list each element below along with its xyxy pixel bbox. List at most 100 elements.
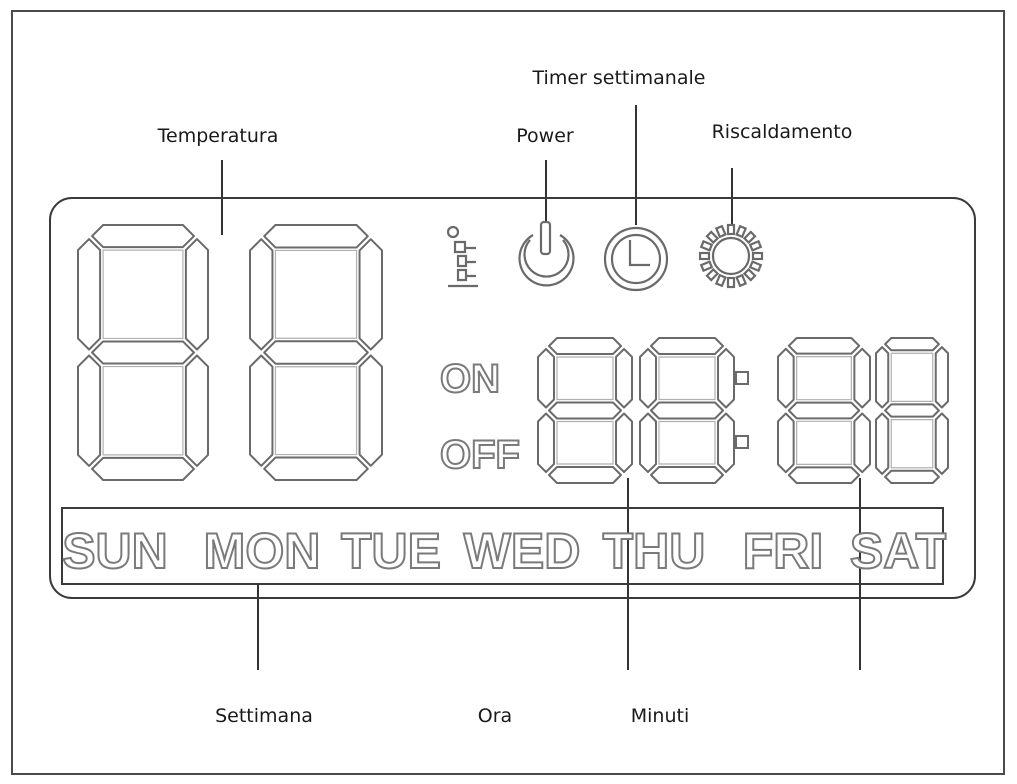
digit-segment: [875, 346, 890, 409]
day-label-tue: TUE: [341, 523, 441, 579]
day-bar: [61, 507, 944, 585]
temperature-digit-2: [249, 224, 383, 481]
sun-ray: [714, 273, 727, 288]
digit-segment: [263, 340, 369, 365]
digit-segment: [91, 340, 195, 365]
digit-segment: [547, 337, 623, 355]
digit-segment: [615, 412, 633, 474]
digit-segment: [358, 354, 383, 467]
digit-inner-cell: [274, 366, 358, 456]
sun-ray: [699, 260, 714, 273]
day-labels: SUN MON TUE WED THU FRI SAT: [61, 522, 947, 580]
hour-digit-1: [537, 337, 633, 484]
label-heating: Riscaldamento: [712, 121, 853, 143]
digit-segment: [934, 346, 949, 409]
digit-segment: [884, 469, 940, 484]
power-icon: [518, 220, 575, 287]
digit-segment: [787, 401, 861, 420]
sun-ray: [726, 223, 736, 236]
digit-segment: [875, 412, 890, 475]
digit-segment: [639, 412, 657, 474]
digit-inner-cell: [658, 356, 716, 401]
digit-segment: [358, 238, 383, 351]
digit-segment: [884, 337, 940, 352]
digit-segment: [777, 412, 795, 474]
day-label-sun: SUN: [62, 523, 168, 579]
sun-ray: [699, 239, 714, 252]
digit-segment: [249, 354, 274, 467]
digit-segment: [615, 347, 633, 409]
digit-segment: [649, 466, 725, 484]
digit-segment: [717, 412, 735, 474]
digit-inner-cell: [890, 352, 934, 402]
digit-segment: [853, 347, 871, 409]
diagram-frame: [11, 10, 1005, 775]
on-indicator: ON: [440, 357, 500, 401]
digit-segment: [777, 347, 795, 409]
digit-inner-cell: [796, 420, 852, 465]
digit-segment: [787, 337, 861, 355]
day-label-fri: FRI: [743, 523, 824, 579]
sun-ray: [714, 224, 727, 239]
off-indicator: OFF: [440, 433, 520, 477]
label-power: Power: [516, 125, 574, 147]
sun-ray: [705, 230, 720, 245]
sun-ray: [735, 224, 748, 239]
digit-inner-cell: [274, 249, 358, 339]
sun-icon: [698, 223, 764, 289]
digit-segment: [934, 412, 949, 475]
digit-segment: [263, 224, 369, 249]
label-week: Settimana: [215, 705, 313, 727]
digit-inner-cell: [556, 420, 614, 465]
digit-segment: [649, 401, 725, 420]
lcd-panel: [49, 197, 976, 599]
sun-ray: [698, 251, 711, 261]
digit-inner-cell: [556, 356, 614, 401]
colon-dot-top: [735, 371, 749, 385]
person-icon: [446, 225, 478, 288]
digit-segment: [853, 412, 871, 474]
minute-digit-1: [777, 337, 871, 484]
digit-segment: [537, 412, 555, 474]
digit-segment: [184, 354, 209, 467]
digit-segment: [249, 238, 274, 351]
day-label-sat: SAT: [850, 523, 946, 579]
sun-ray: [735, 273, 748, 288]
minute-digit-2: [875, 337, 949, 484]
sun-ray: [705, 267, 720, 282]
clock-icon: [603, 226, 669, 292]
sun-ray: [742, 267, 757, 282]
digit-inner-cell: [102, 249, 184, 340]
digit-segment: [91, 456, 195, 481]
digit-segment: [184, 238, 209, 351]
digit-inner-cell: [658, 420, 716, 465]
digit-inner-cell: [102, 365, 184, 456]
digit-segment: [547, 401, 623, 420]
sun-ray: [748, 260, 763, 273]
temperature-digit-1: [77, 224, 209, 481]
digit-segment: [717, 347, 735, 409]
digit-segment: [537, 347, 555, 409]
hour-digit-2: [639, 337, 735, 484]
digit-segment: [77, 354, 102, 467]
day-label-wed: WED: [464, 523, 581, 579]
sun-ray: [726, 276, 736, 289]
digit-segment: [263, 456, 369, 481]
day-label-mon: MON: [204, 523, 321, 579]
digit-segment: [77, 238, 102, 351]
colon-dot-bottom: [735, 435, 749, 449]
label-hour: Ora: [478, 705, 512, 727]
digit-segment: [787, 466, 861, 484]
sun-ray: [742, 230, 757, 245]
digit-segment: [91, 224, 195, 249]
label-timer: Timer settimanale: [532, 67, 706, 89]
digit-segment: [649, 337, 725, 355]
digit-segment: [884, 403, 940, 418]
digit-inner-cell: [796, 356, 852, 401]
digit-segment: [639, 347, 657, 409]
digit-inner-cell: [890, 419, 934, 469]
label-temperature: Temperatura: [157, 125, 279, 147]
day-label-thu: THU: [603, 523, 706, 579]
label-minutes: Minuti: [631, 705, 689, 727]
